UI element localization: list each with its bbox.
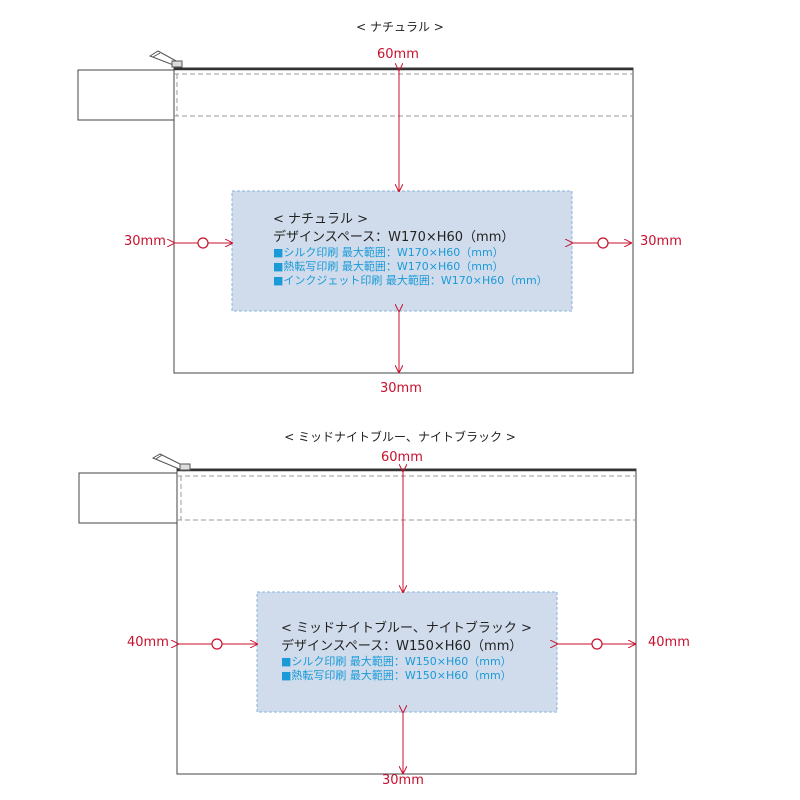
bottom-dim-label-right: 40mm <box>648 635 690 650</box>
bottom-section-title: < ミッドナイトブルー、ナイトブラック > <box>284 430 516 444</box>
top-method-3: ■インクジェット印刷 最大範囲：W170×H60（mm） <box>273 274 548 287</box>
top-method-2: ■熱転写印刷 最大範囲：W170×H60（mm） <box>273 260 504 273</box>
bottom-box-title: < ミッドナイトブルー、ナイトブラック > <box>281 621 532 636</box>
top-dim-label-top: 60mm <box>377 47 419 62</box>
top-dim-label-left: 30mm <box>124 234 166 249</box>
bottom-pouch-tab <box>78 472 179 524</box>
top-method-1: ■シルク印刷 最大範囲：W170×H60（mm） <box>273 246 504 259</box>
top-pouch <box>77 50 634 374</box>
top-grommet-right-icon <box>597 237 609 249</box>
bottom-grommet-right-icon <box>591 638 603 650</box>
bottom-pouch <box>78 453 637 775</box>
top-design-space: デザインスペース：W170×H60（mm） <box>273 230 515 245</box>
top-dim-label-bottom: 30mm <box>380 381 422 396</box>
top-design-text: < ナチュラル > デザインスペース：W170×H60（mm） ■シルク印刷 最… <box>273 212 548 288</box>
top-grommet-left-icon <box>197 237 209 249</box>
top-zipper-pull-icon <box>148 50 183 68</box>
top-dim-label-right: 30mm <box>640 234 682 249</box>
bottom-method-2: ■熱転写印刷 最大範囲：W150×H60（mm） <box>281 669 512 682</box>
bottom-design-space: デザインスペース：W150×H60（mm） <box>281 639 523 654</box>
top-section-title: < ナチュラル > <box>356 20 444 34</box>
bottom-method-1: ■シルク印刷 最大範囲：W150×H60（mm） <box>281 655 512 668</box>
top-pouch-tab <box>77 69 175 121</box>
bottom-design-area <box>256 591 558 713</box>
top-design-area <box>231 190 573 312</box>
bottom-design-text: < ミッドナイトブルー、ナイトブラック > デザインスペース：W150×H60（… <box>281 621 532 683</box>
bottom-grommet-left-icon <box>211 638 223 650</box>
bottom-dim-label-bottom: 30mm <box>382 773 424 788</box>
bottom-dim-label-top: 60mm <box>381 450 423 465</box>
top-box-title: < ナチュラル > <box>273 212 369 227</box>
bottom-dim-label-left: 40mm <box>127 635 169 650</box>
bottom-zipper-pull-icon <box>151 453 191 472</box>
